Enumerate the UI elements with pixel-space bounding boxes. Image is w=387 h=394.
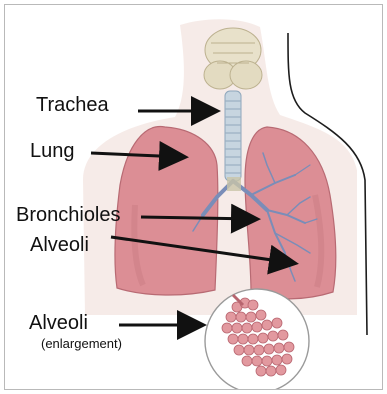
left-lung	[115, 127, 218, 295]
larynx	[204, 28, 262, 89]
alveoli-enlargement	[205, 289, 309, 390]
alveoli-enlarged-label: Alveoli	[29, 313, 88, 333]
lung-label: Lung	[30, 141, 75, 161]
trachea-tube	[225, 91, 241, 181]
respiratory-diagram: Trachea Lung Bronchioles Alveoli Alveoli…	[4, 4, 383, 390]
trachea-label: Trachea	[36, 95, 109, 115]
enlargement-note: (enlargement)	[41, 337, 122, 350]
bronchioles-arrow	[141, 217, 255, 219]
alveoli-label: Alveoli	[30, 235, 89, 255]
bronchioles-label: Bronchioles	[16, 205, 121, 225]
